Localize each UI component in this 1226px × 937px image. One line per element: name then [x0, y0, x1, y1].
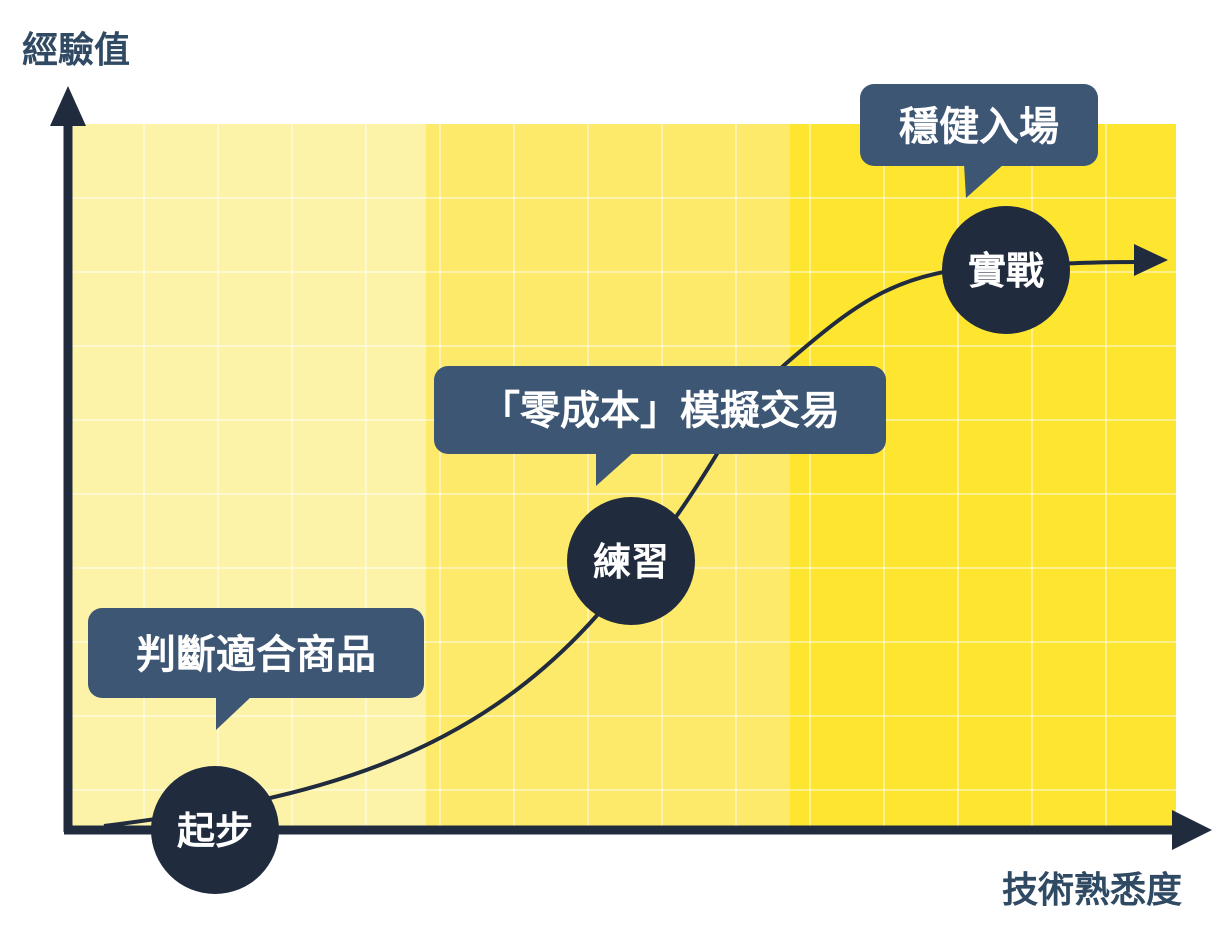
stage-node-start: 起步: [151, 766, 279, 894]
callout-start-text: 判斷適合商品: [136, 632, 376, 678]
callout-live-text: 穩健入場: [899, 104, 1059, 150]
stage-node-practice-label: 練習: [593, 540, 669, 584]
stage-node-live-label: 實戰: [968, 249, 1044, 293]
callout-practice-text: 「零成本」模擬交易: [480, 388, 840, 434]
callout-practice: 「零成本」模擬交易: [434, 366, 886, 486]
band-start: [70, 124, 426, 830]
x-axis-arrow-icon: [1172, 810, 1212, 850]
y-axis-label: 經驗值: [22, 29, 130, 71]
callout-live: 穩健入場: [860, 84, 1098, 198]
x-axis-label: 技術熟悉度: [1002, 870, 1182, 911]
stage-node-start-label: 起步: [177, 809, 253, 853]
y-axis-arrow-icon: [50, 86, 86, 126]
callout-start: 判斷適合商品: [88, 608, 424, 730]
stage-node-practice: 練習: [567, 497, 695, 625]
curve-arrow-icon: [1134, 244, 1168, 276]
stage-node-live: 實戰: [942, 206, 1070, 334]
y-axis: [50, 86, 86, 832]
